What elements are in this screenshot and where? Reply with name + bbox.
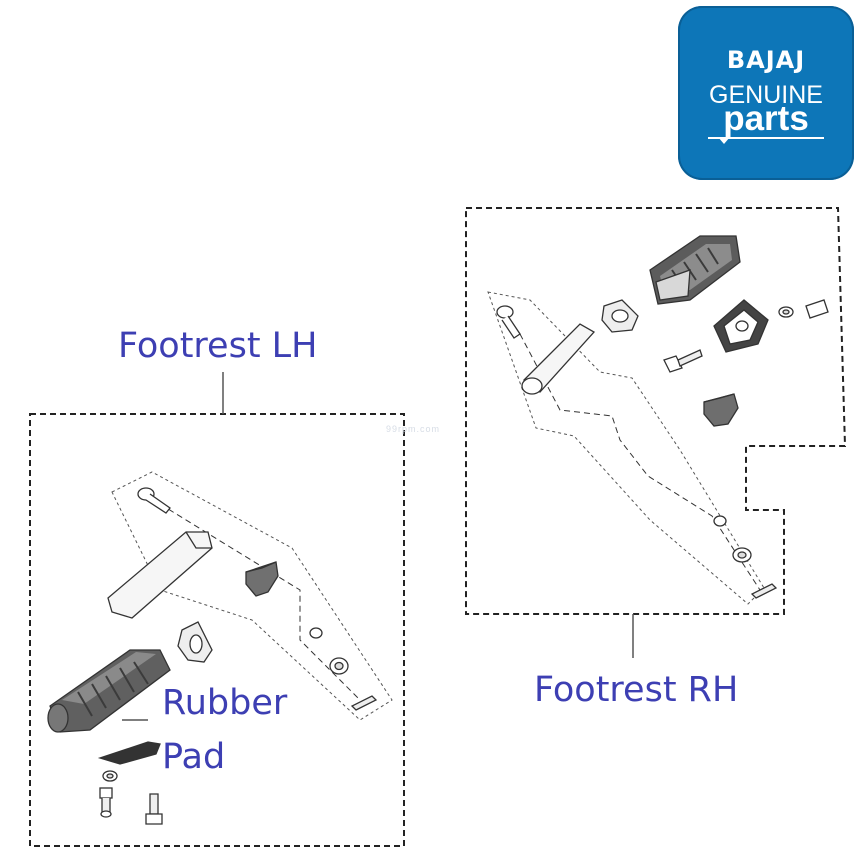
lh-pad-bracket xyxy=(97,741,161,765)
label-footrest-rh: Footrest RH xyxy=(534,670,739,710)
rh-footrest-arm xyxy=(521,323,596,395)
rh-exploded-parts xyxy=(487,235,829,605)
rh-rubber-pad xyxy=(649,235,741,305)
label-footrest-lh: Footrest LH xyxy=(118,326,318,366)
rh-stopper xyxy=(703,393,739,427)
lh-bolt-left xyxy=(99,787,113,818)
bajaj-genuine-parts-logo: BAJAJ GENUINE parts xyxy=(678,6,854,180)
rh-mount-bracket xyxy=(713,299,769,353)
lh-plate xyxy=(177,621,213,663)
rh-nut-bolt xyxy=(805,299,829,319)
lh-washer-small xyxy=(309,627,323,639)
lh-stopper xyxy=(245,561,279,597)
rh-cotter-pin xyxy=(750,583,778,599)
rh-nut-small xyxy=(778,306,794,318)
rh-pin xyxy=(496,305,521,339)
label-rubber: Rubber xyxy=(162,683,288,723)
lh-pin xyxy=(137,487,171,514)
lh-bolt-right xyxy=(145,793,163,825)
logo-brand: BAJAJ xyxy=(726,46,806,74)
logo-notch xyxy=(718,137,730,144)
rh-group-box xyxy=(465,207,847,615)
logo-line1: GENUINE xyxy=(709,81,823,109)
lh-nut xyxy=(102,770,118,782)
logo-line2: parts xyxy=(723,99,809,138)
lh-cotter-pin xyxy=(350,695,378,711)
lh-rubber-pad xyxy=(47,649,171,733)
lh-exploded-parts xyxy=(47,471,393,825)
rh-washer-small xyxy=(713,515,727,527)
rh-assembly-axis xyxy=(519,333,761,591)
lh-group-box xyxy=(29,413,405,847)
logo-underline xyxy=(708,137,824,139)
lh-bracket-outline xyxy=(111,471,393,721)
lh-footrest-arm xyxy=(107,531,213,619)
lh-assembly-axis xyxy=(159,503,361,701)
watermark: 99rpm.com xyxy=(386,424,441,434)
rh-bolt xyxy=(663,349,703,373)
label-pad: Pad xyxy=(162,737,226,777)
rh-plate xyxy=(601,299,639,333)
